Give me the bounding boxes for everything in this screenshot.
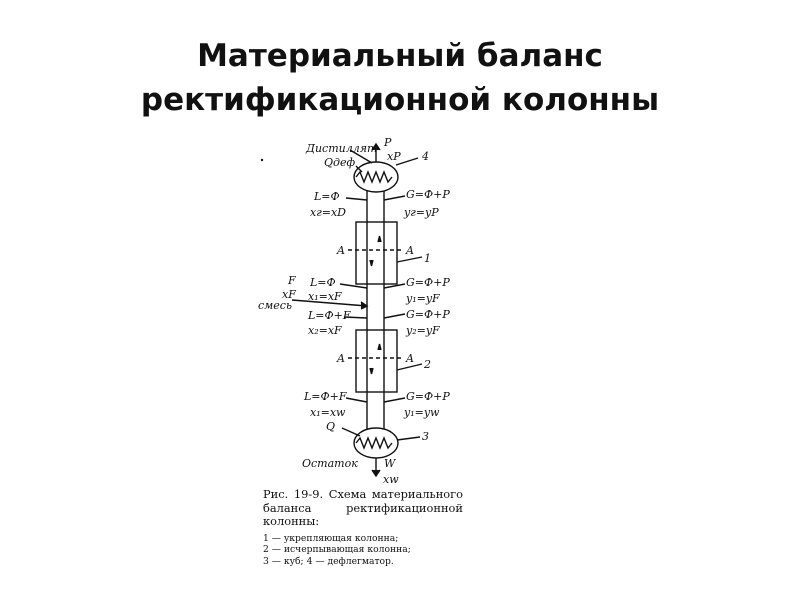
leader-l-mid1: [339, 283, 368, 289]
label-xw-eq: x₁=xw: [310, 406, 346, 419]
leader-q-top: [355, 165, 363, 173]
label-q-bot: Q: [326, 420, 335, 433]
leader-q-bot: [341, 427, 361, 437]
label-y-mid2: y₂=yF: [405, 324, 440, 337]
leader-3: [396, 436, 421, 441]
leader-4: [395, 157, 419, 166]
leader-l-mid2: [343, 316, 368, 319]
vapor-up-arrow-icon-1: [377, 235, 382, 243]
vapor-up-arrow-icon-2: [377, 343, 382, 351]
label-a1-left: A: [336, 244, 345, 257]
label-number-4: 4: [421, 150, 429, 163]
label-number-2: 2: [423, 358, 431, 371]
liquid-down-arrow-icon-1: [369, 259, 374, 267]
residue-arrow-icon: [371, 469, 381, 478]
label-p: P: [383, 136, 392, 149]
label-l-bot: L=Ф+F: [303, 390, 347, 403]
label-number-1: 1: [424, 252, 431, 265]
label-l-mid2: L=Ф+F: [307, 309, 351, 322]
label-x-mid2: x₂=xF: [308, 324, 342, 337]
label-xd: xг=xD: [310, 206, 346, 219]
label-a2-left: A: [336, 352, 345, 365]
label-yw-eq: y₁=yw: [403, 406, 440, 419]
still-coil-icon: [355, 436, 393, 450]
leader-1: [396, 256, 423, 263]
stray-dot: [260, 158, 264, 162]
leader-g-bot: [383, 397, 406, 403]
caption-main: Рис. 19-9. Схема материального баланса р…: [263, 487, 463, 529]
dephlegmator-coil-icon: [355, 170, 393, 184]
label-xw: xw: [383, 473, 399, 486]
slide-title: Материальный баланс ректификационной кол…: [0, 34, 800, 122]
leader-l-top: [345, 197, 368, 201]
leader-l-bot: [345, 397, 368, 403]
label-mix: смесь: [258, 299, 292, 312]
leader-g-top: [383, 195, 406, 201]
feed-arrow-icon: [360, 301, 369, 310]
label-q-top: Qдеф: [324, 156, 355, 169]
figure-caption: Рис. 19-9. Схема материального баланса р…: [263, 487, 463, 568]
caption-legend-line-1: 1 — укрепляющая колонна;: [263, 532, 399, 544]
slide-title-line-1: Материальный баланс: [197, 38, 603, 74]
leader-distillate: [349, 149, 373, 164]
leader-g-mid2: [383, 313, 406, 319]
leader-g-mid1: [383, 283, 406, 289]
caption-legend-line-3: 3 — куб; 4 — дефлегматор.: [263, 555, 394, 567]
label-g-mid2: G=Ф+P: [406, 308, 450, 321]
caption-legend-line-2: 2 — исчерпывающая колонна;: [263, 544, 411, 556]
liquid-down-arrow-icon-2: [369, 367, 374, 375]
label-x-mid1: x₁=xF: [308, 290, 342, 303]
label-g-bot: G=Ф+P: [406, 390, 450, 403]
rectifying-section-box: [355, 221, 398, 285]
caption-legend: 1 — укрепляющая колонна; 2 — исчерпывающ…: [263, 533, 463, 568]
label-l-mid1: L=Ф: [309, 276, 336, 289]
feed-pipe: [291, 299, 368, 307]
label-residue: Остаток: [302, 457, 358, 470]
label-distillate: Дистиллят: [305, 142, 377, 155]
label-l-top: L=Ф: [313, 190, 340, 203]
label-w: W: [384, 457, 397, 470]
label-a1-right: A: [405, 244, 414, 257]
slide-title-line-2: ректификационной колонны: [140, 82, 660, 118]
label-xp: xP: [387, 150, 401, 163]
stripping-section-box: [355, 329, 398, 393]
label-xf: xF: [282, 288, 296, 301]
label-a2-right: A: [405, 352, 414, 365]
leader-2: [396, 363, 423, 371]
label-f: F: [287, 274, 296, 287]
label-yp: yг=yP: [403, 206, 439, 219]
label-g-mid1: G=Ф+P: [406, 276, 450, 289]
label-number-3: 3: [422, 430, 429, 443]
label-g-top: G=Ф+P: [406, 188, 450, 201]
label-y-mid1: y₁=yF: [405, 292, 440, 305]
distillate-arrow-icon: [371, 142, 381, 151]
